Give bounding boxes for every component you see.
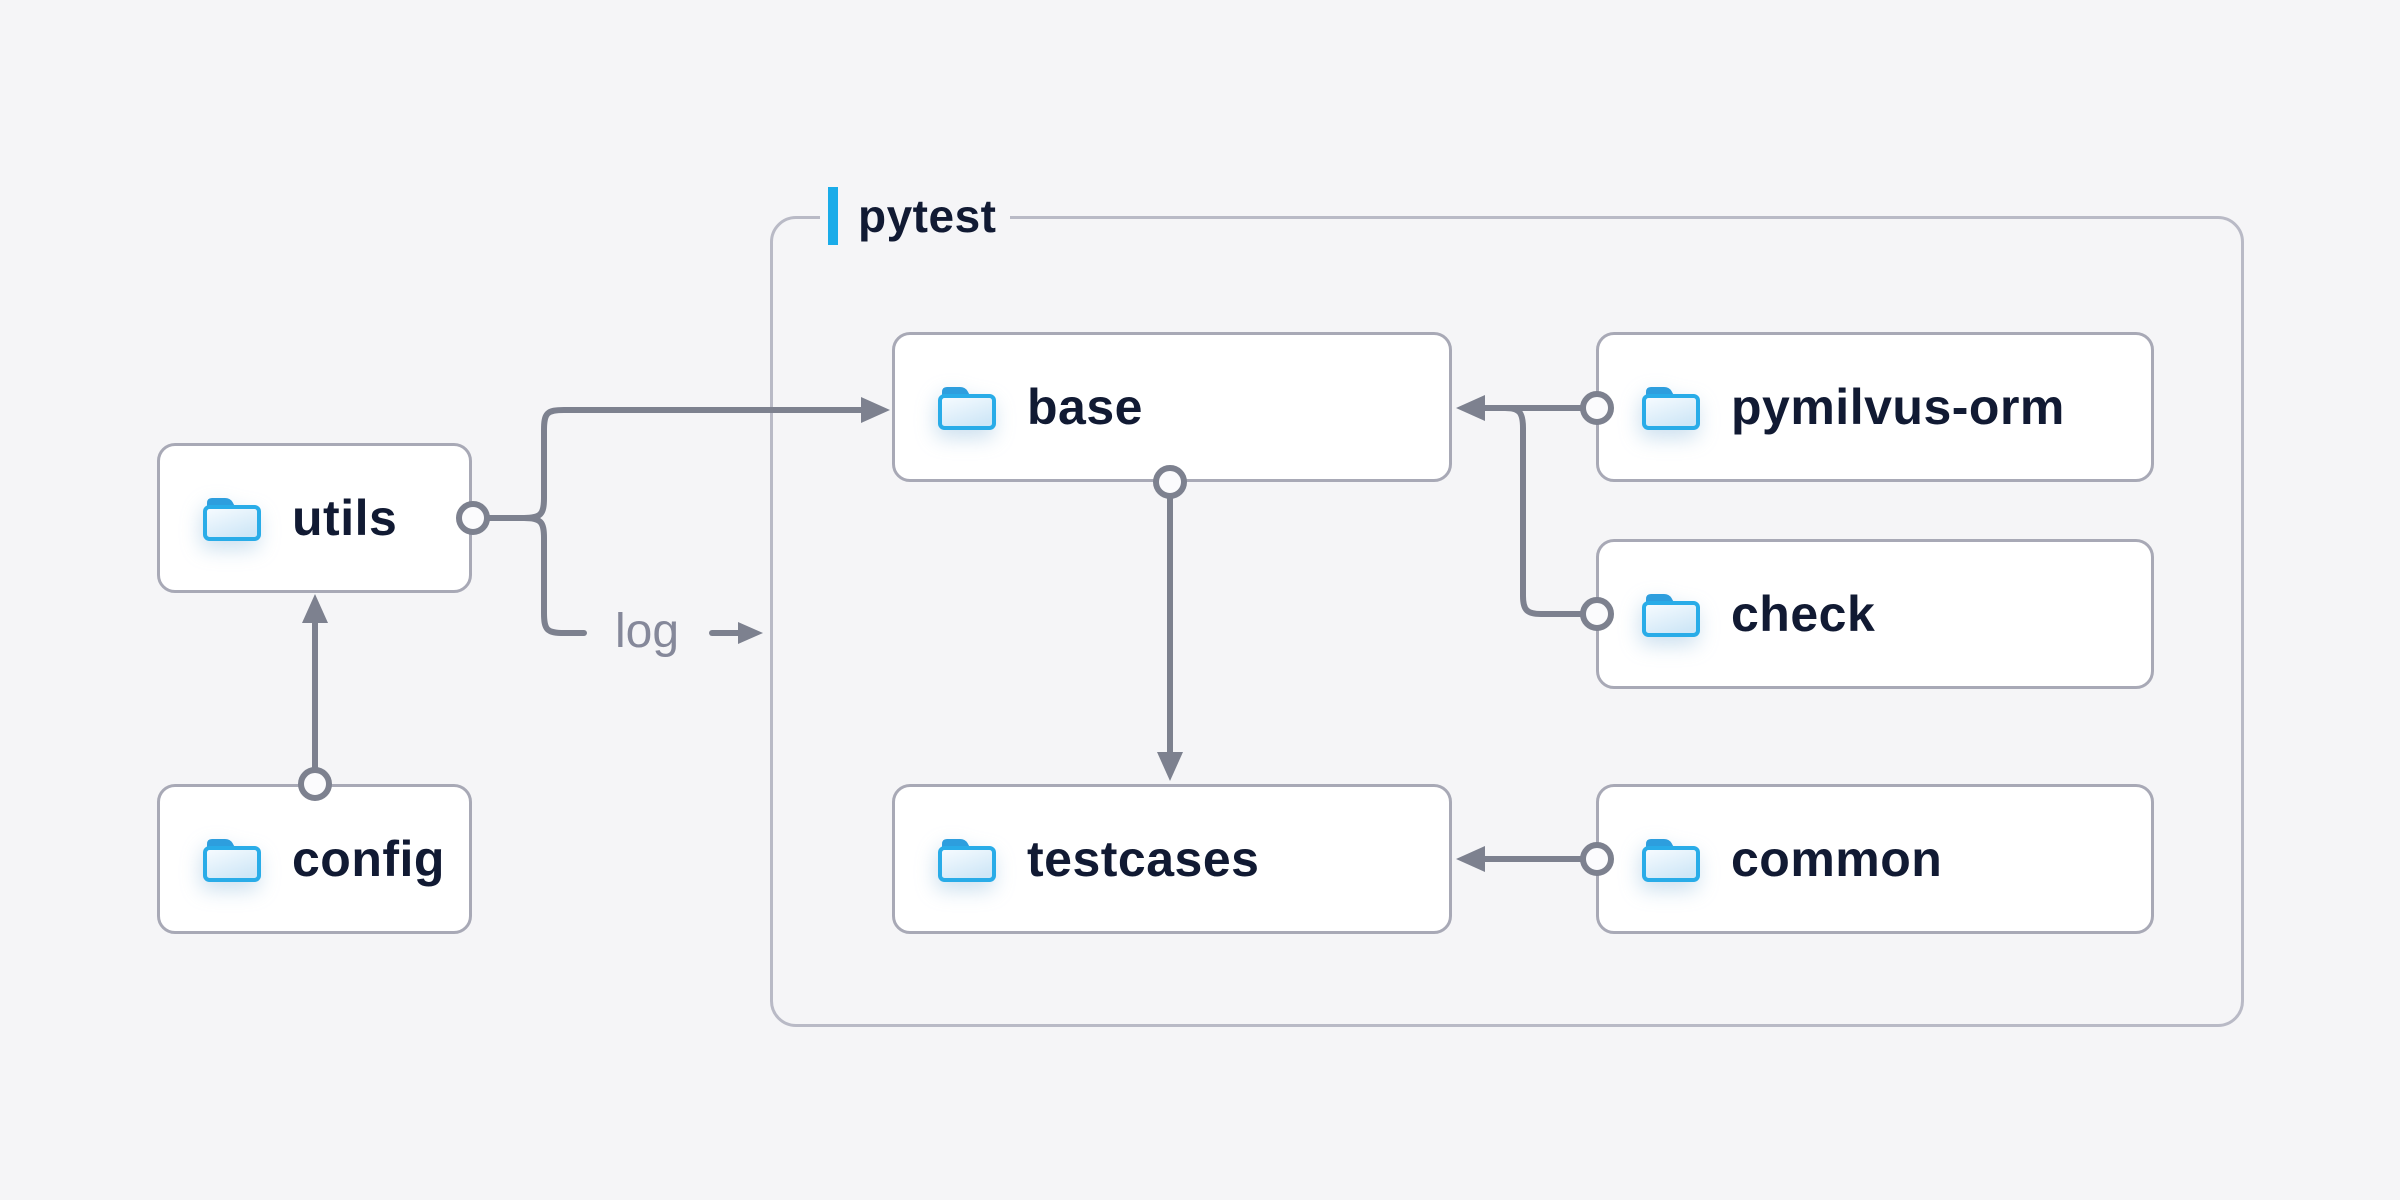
node-label-config: config [292, 831, 445, 887]
node-base: base [892, 332, 1452, 482]
node-utils: utils [157, 443, 472, 593]
folder-icon [200, 833, 264, 885]
node-check: check [1596, 539, 2154, 689]
node-label-testcases: testcases [1027, 831, 1260, 887]
log-edge-label: log [614, 605, 680, 658]
pytest-container [770, 216, 2244, 1027]
arrowhead-up [302, 594, 328, 623]
folder-icon [935, 381, 999, 433]
node-label-common: common [1731, 831, 1943, 887]
folder-icon [200, 492, 264, 544]
folder-icon [1639, 381, 1703, 433]
folder-icon [1639, 833, 1703, 885]
pytest-label-text: pytest [858, 190, 997, 242]
node-label-check: check [1731, 586, 1876, 642]
node-label-base: base [1027, 379, 1143, 435]
folder-icon [1639, 588, 1703, 640]
node-label-pymilvus-orm: pymilvus-orm [1731, 379, 2065, 435]
node-label-utils: utils [292, 490, 398, 546]
node-common: common [1596, 784, 2154, 934]
pytest-group-label: pytest [820, 185, 1011, 247]
folder-icon [935, 833, 999, 885]
node-config: config [157, 784, 472, 934]
edge-utils-log [486, 515, 587, 636]
node-testcases: testcases [892, 784, 1452, 934]
arrowhead-small-right [738, 622, 763, 644]
accent-bar [828, 187, 838, 245]
node-pymilvus-orm: pymilvus-orm [1596, 332, 2154, 482]
